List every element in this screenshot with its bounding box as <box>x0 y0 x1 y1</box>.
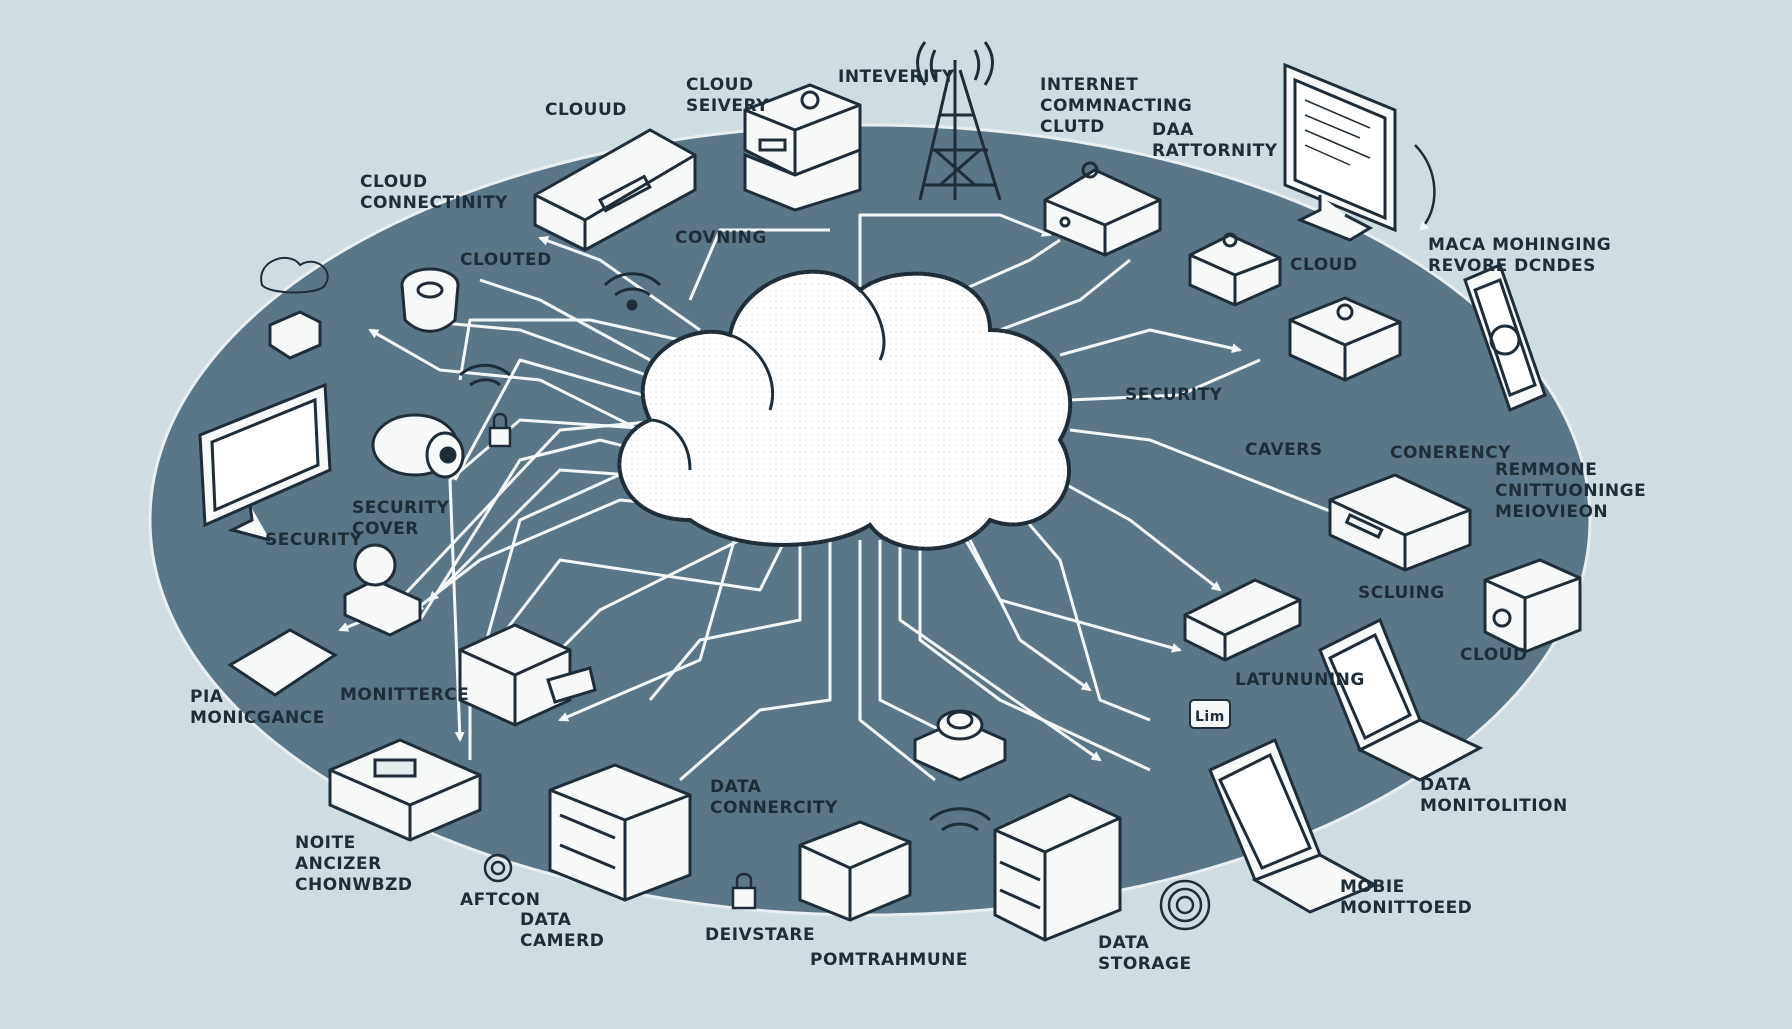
label-cloud-right: CLOUD <box>1290 255 1358 275</box>
label-cloud-lower-right: CLOUD <box>1460 645 1528 665</box>
label-conerency: CONERENCY <box>1390 443 1511 463</box>
label-aftcon: AFTCON <box>460 890 541 910</box>
label-mobie-monitored: MOBIEMONITTOEED <box>1340 877 1472 918</box>
label-security-bent: SECURITY <box>265 530 363 550</box>
label-line: REVORE DCNDES <box>1428 256 1596 276</box>
label-line: CLOUTED <box>460 250 552 270</box>
label-line: DEIVSTARE <box>705 925 815 945</box>
label-line: DATA <box>520 910 572 930</box>
label-line: INTEVERITY <box>838 67 955 87</box>
label-deivstare: DEIVSTARE <box>705 925 815 945</box>
label-line: MONITOLITION <box>1420 796 1568 816</box>
label-line: DATA <box>1098 933 1150 953</box>
label-line: ANCIZER <box>295 854 382 874</box>
refresh-arrow-icon <box>1415 145 1434 230</box>
label-cloud-connectivity: CLOUDCONNECTINITY <box>360 172 508 213</box>
label-line: INTERNET <box>1040 75 1138 95</box>
label-line: STORAGE <box>1098 954 1192 974</box>
label-security-mid: SECURITY <box>1125 385 1223 405</box>
label-line: SCLUING <box>1358 583 1445 603</box>
label-line: CAVERS <box>1245 440 1323 460</box>
label-line: AFTCON <box>460 890 541 910</box>
label-line: LATUNUNING <box>1235 670 1365 690</box>
label-line: CNITTUONINGE <box>1495 481 1646 501</box>
label-line: MOBIE <box>1340 877 1405 897</box>
signal-spiral-icon <box>1161 881 1209 929</box>
label-pomtrahmune: POMTRAHMUNE <box>810 950 968 970</box>
label-line: COVNING <box>675 228 767 248</box>
label-line: DAA <box>1152 120 1194 140</box>
server-tower-bottom-left-icon <box>550 765 690 900</box>
label-line: SECURITY <box>352 498 450 518</box>
label-line: CONNERCITY <box>710 798 838 818</box>
label-clouted: CLOUTED <box>460 250 552 270</box>
label-scluing: SCLUING <box>1358 583 1445 603</box>
label-line: COMMNACTING <box>1040 96 1192 116</box>
storage-right-icon <box>1485 560 1580 652</box>
label-line: MONITTERCE <box>340 685 469 705</box>
label-line: CLOUD <box>360 172 428 192</box>
label-cavers: CAVERS <box>1245 440 1323 460</box>
label-line: SECURITY <box>265 530 363 550</box>
label-line: REMMONE <box>1495 460 1597 480</box>
label-line: CLOUUD <box>545 100 627 120</box>
label-line: DATA <box>1420 775 1472 795</box>
label-line: DATA <box>710 777 762 797</box>
label-covning: COVNING <box>675 228 767 248</box>
label-line: SEIVERY <box>686 96 769 116</box>
dome-camera-top-icon <box>402 269 458 331</box>
label-line: MACA MOHINGING <box>1428 235 1611 255</box>
label-line: MONICGANCE <box>190 708 325 728</box>
label-line: CLOUD <box>1460 645 1528 665</box>
label-line: MONITTOEED <box>1340 898 1472 918</box>
label-line: SECURITY <box>1125 385 1223 405</box>
label-monitterce: MONITTERCE <box>340 685 469 705</box>
label-line: MEIOVIEON <box>1495 502 1608 522</box>
label-interverity: INTEVERITY <box>838 67 955 87</box>
label-line: CLOUD <box>1290 255 1358 275</box>
label-lim-badge: Lim <box>1195 709 1225 725</box>
label-line: CHONWBZD <box>295 875 413 895</box>
label-laruning: LATUNUNING <box>1235 670 1365 690</box>
label-line: PIA <box>190 687 224 707</box>
label-line: RATTORNITY <box>1152 141 1278 161</box>
label-line: CAMERD <box>520 931 604 951</box>
label-data-camerd: DATACAMERD <box>520 910 604 951</box>
label-line: CONERENCY <box>1390 443 1511 463</box>
label-line: Lim <box>1195 709 1225 725</box>
label-line: POMTRAHMUNE <box>810 950 968 970</box>
label-line: CLUTD <box>1040 117 1105 137</box>
label-line: CLOUD <box>686 75 754 95</box>
label-clouud: CLOUUD <box>545 100 627 120</box>
label-line: CONNECTINITY <box>360 193 508 213</box>
label-line: NOITE <box>295 833 356 853</box>
